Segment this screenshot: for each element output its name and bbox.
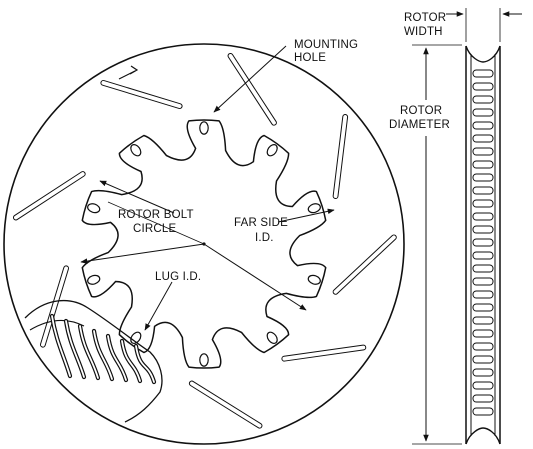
rotor-slot (188, 380, 263, 429)
side-vane-opening (472, 394, 494, 403)
side-vane-opening (472, 225, 494, 234)
dimension-far-side-id (203, 208, 335, 311)
mounting-hole (87, 203, 101, 214)
label-far-side-id-line1: FAR SIDE (234, 217, 288, 229)
rotor-slots (12, 52, 397, 429)
rotor-slot (332, 234, 397, 295)
rotor-slot-outline (332, 113, 349, 199)
rotor-slot (100, 80, 183, 109)
cooling-vane-gap (51, 315, 71, 377)
mounting-hole (87, 274, 101, 285)
mounting-hole (199, 121, 209, 135)
label-rotor-bolt-circle-line2: CIRCLE (133, 223, 177, 235)
side-view-bottom-end (465, 427, 501, 445)
dimension-mounting-hole (213, 45, 287, 113)
rotor-side-view (465, 45, 501, 445)
cooling-vane-gap (107, 335, 127, 381)
label-rotor-width-line1: ROTOR (404, 12, 446, 24)
rotor-slot-outline (188, 380, 263, 429)
side-view-top-end (465, 45, 501, 63)
side-vane-opening (472, 316, 494, 325)
side-vane-opening (472, 290, 494, 299)
cooling-vanes (49, 313, 157, 385)
side-vane-opening (472, 264, 494, 273)
side-vane-opening (472, 147, 494, 156)
side-vane-opening (472, 173, 494, 182)
mounting-hole (130, 331, 142, 344)
side-vane-opening (472, 95, 494, 104)
mounting-hole (266, 331, 278, 344)
side-vane-opening (472, 342, 494, 351)
dimension-rotor-bolt-circle (99, 180, 205, 245)
label-far-side-id-line2: I.D. (255, 232, 274, 244)
side-vane-opening (472, 381, 494, 390)
label-rotor-diameter-line1: ROTOR (400, 105, 442, 117)
side-vane-opening (472, 368, 494, 377)
label-rotor-diameter-line2: DIAMETER (389, 119, 450, 131)
cooling-vane-gap (121, 340, 141, 382)
rotation-direction-arrow-icon (118, 65, 139, 80)
dimension-rotor-width (446, 8, 522, 42)
side-vane-opening (472, 108, 494, 117)
side-vane-opening (472, 355, 494, 364)
side-vane-opening (472, 121, 494, 130)
label-rotor-width-line2: WIDTH (404, 26, 443, 38)
side-vane-opening (472, 82, 494, 91)
rotor-slot-outline (40, 265, 69, 348)
dimension-lug-id (80, 243, 205, 331)
rotor-slot-outline (332, 234, 397, 295)
rotor-cutaway-vanes (24, 299, 163, 423)
mounting-hole (130, 144, 142, 157)
rotor-slot (227, 52, 277, 126)
cooling-vane-gap (65, 320, 85, 378)
side-vane-opening (472, 186, 494, 195)
side-vane-opening (472, 134, 494, 143)
mounting-hole (307, 274, 321, 285)
rotor-outer-edge (3, 43, 405, 445)
side-vane-opening (472, 238, 494, 247)
side-vane-opening (472, 251, 494, 260)
side-vane-opening (472, 69, 494, 78)
rotor-slot-outline (100, 80, 183, 109)
side-view-vane-openings (472, 69, 494, 416)
side-vane-opening (472, 303, 494, 312)
dimension-rotor-diameter (412, 44, 462, 445)
side-vane-opening (472, 212, 494, 221)
cooling-vane-gap (135, 345, 155, 383)
side-vane-opening (472, 160, 494, 169)
rotor-slot-outline (227, 52, 277, 126)
mounting-hole (199, 353, 209, 367)
cooling-vane-gap (93, 330, 113, 380)
side-vane-opening (472, 277, 494, 286)
side-vane-opening (472, 407, 494, 416)
side-vane-opening (472, 199, 494, 208)
rotor-slot-outline (12, 171, 86, 221)
rotor-slot (40, 265, 69, 348)
cutaway-outline (24, 299, 163, 423)
label-rotor-bolt-circle-line1: ROTOR BOLT (118, 209, 194, 221)
rotor-slot-outline (281, 344, 367, 362)
rotor-slot (281, 344, 367, 362)
mounting-holes (87, 121, 321, 367)
rotor-inner-bore (81, 119, 327, 369)
cooling-vane-gap (79, 325, 99, 379)
side-vane-opening (472, 329, 494, 338)
label-mounting-hole-line2: HOLE (294, 52, 326, 64)
mounting-hole (307, 203, 321, 214)
rotor-slot (332, 113, 349, 199)
rotor-slot (12, 171, 86, 221)
rotor-front-view (3, 43, 405, 445)
mounting-hole (266, 144, 278, 157)
label-lug-id: LUG I.D. (155, 271, 201, 283)
cutaway-inner-edge (29, 319, 85, 331)
label-mounting-hole-line1: MOUNTING (294, 39, 358, 51)
rotor-center-point (202, 242, 206, 246)
